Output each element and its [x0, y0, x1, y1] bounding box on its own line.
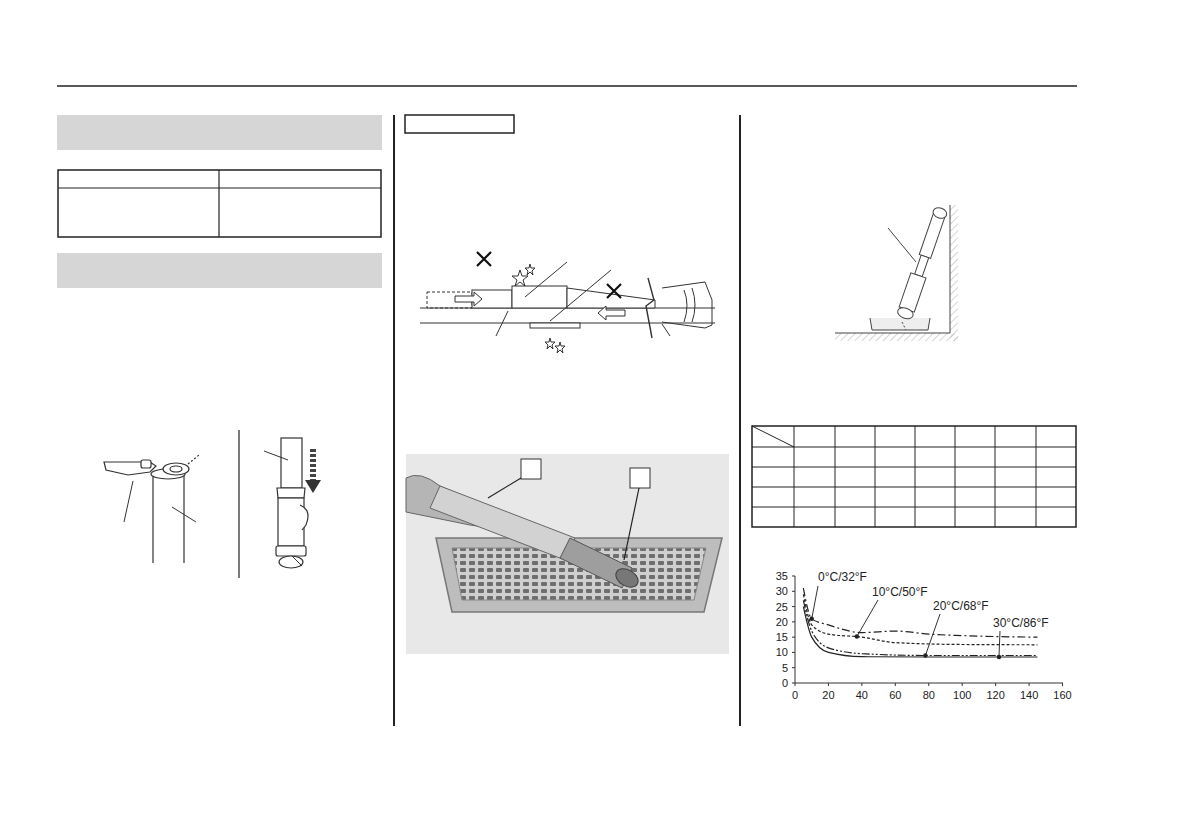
axis-tick-label: 35 — [776, 570, 788, 582]
axis-tick-label: 0 — [782, 677, 788, 689]
axis-tick-label: 100 — [953, 689, 971, 701]
leader-line — [925, 614, 940, 655]
shock-absorber-illustration — [835, 205, 958, 341]
callout-box — [630, 468, 650, 488]
curve-point — [810, 617, 814, 621]
column-divider — [739, 115, 741, 726]
note-box — [405, 115, 514, 133]
chart-curve — [803, 607, 1037, 657]
curve-label: 30°C/86°F — [992, 617, 1050, 630]
axis-tick-label: 160 — [1053, 689, 1071, 701]
axis-tick-label: 20 — [776, 616, 788, 628]
down-arrow — [305, 449, 321, 493]
chart-axes — [792, 576, 1063, 686]
cylinder-section-diagram — [420, 252, 715, 353]
axis-tick-label: 40 — [856, 689, 868, 701]
axis-tick-label: 25 — [776, 601, 788, 613]
cleaning-photo — [406, 454, 729, 654]
axis-tick-label: 30 — [776, 585, 788, 597]
axis-tick-label: 120 — [986, 689, 1004, 701]
header-rule — [57, 85, 1077, 87]
leader-line — [812, 586, 818, 619]
section-band — [57, 115, 382, 150]
fork-leg-illustration — [264, 438, 308, 568]
callout-box — [521, 459, 541, 479]
curve-point — [923, 653, 927, 657]
axis-tick-label: 0 — [792, 689, 798, 701]
leader-line — [999, 631, 1000, 657]
axis-tick-label: 5 — [782, 662, 788, 674]
data-table — [752, 426, 1076, 527]
axis-tick-label: 10 — [776, 646, 788, 658]
curve-point — [997, 655, 1001, 659]
curve-label: 20°C/68°F — [932, 600, 990, 613]
axis-tick-label: 80 — [923, 689, 935, 701]
axis-tick-label: 15 — [776, 631, 788, 643]
section-band — [57, 253, 382, 288]
fork-cap-illustration — [104, 455, 199, 563]
curve-label: 10°C/50°F — [871, 586, 929, 599]
curve-label: 0°C/32°F — [817, 571, 868, 584]
leader-line — [857, 600, 878, 637]
axis-tick-label: 140 — [1020, 689, 1038, 701]
spec-table — [58, 170, 381, 237]
axis-tick-label: 60 — [889, 689, 901, 701]
column-divider — [393, 115, 395, 726]
axis-tick-label: 20 — [822, 689, 834, 701]
curve-point — [855, 634, 859, 638]
